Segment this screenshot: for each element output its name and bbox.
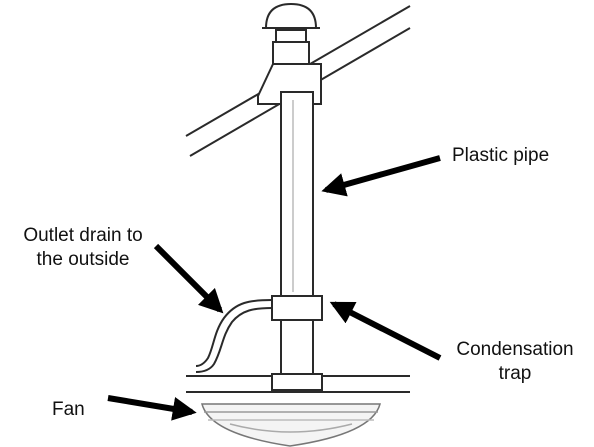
arrow-plastic-pipe xyxy=(321,155,441,197)
arrow-fan xyxy=(107,395,197,421)
arrow-outlet-drain xyxy=(153,243,224,314)
arrow-condensation-trap xyxy=(329,301,442,361)
arrows xyxy=(107,155,442,421)
label-outlet-drain-line2: the outside xyxy=(36,249,130,270)
vent-cap xyxy=(257,2,322,105)
fan-housing xyxy=(201,403,381,447)
plastic-pipe xyxy=(280,91,314,375)
label-fan: Fan xyxy=(52,399,85,420)
label-outlet-drain: Outlet drain to the outside xyxy=(4,224,162,272)
label-plastic-pipe: Plastic pipe xyxy=(452,145,550,166)
label-condensation-line1: Condensation xyxy=(456,339,574,360)
ceiling-collar xyxy=(271,373,323,391)
label-outlet-drain-line1: Outlet drain to xyxy=(23,225,143,246)
outlet-drain-pipe xyxy=(195,299,273,373)
label-condensation-line2: trap xyxy=(498,363,532,384)
label-condensation-trap: Condensation trap xyxy=(440,338,590,386)
condensation-trap xyxy=(271,295,323,321)
